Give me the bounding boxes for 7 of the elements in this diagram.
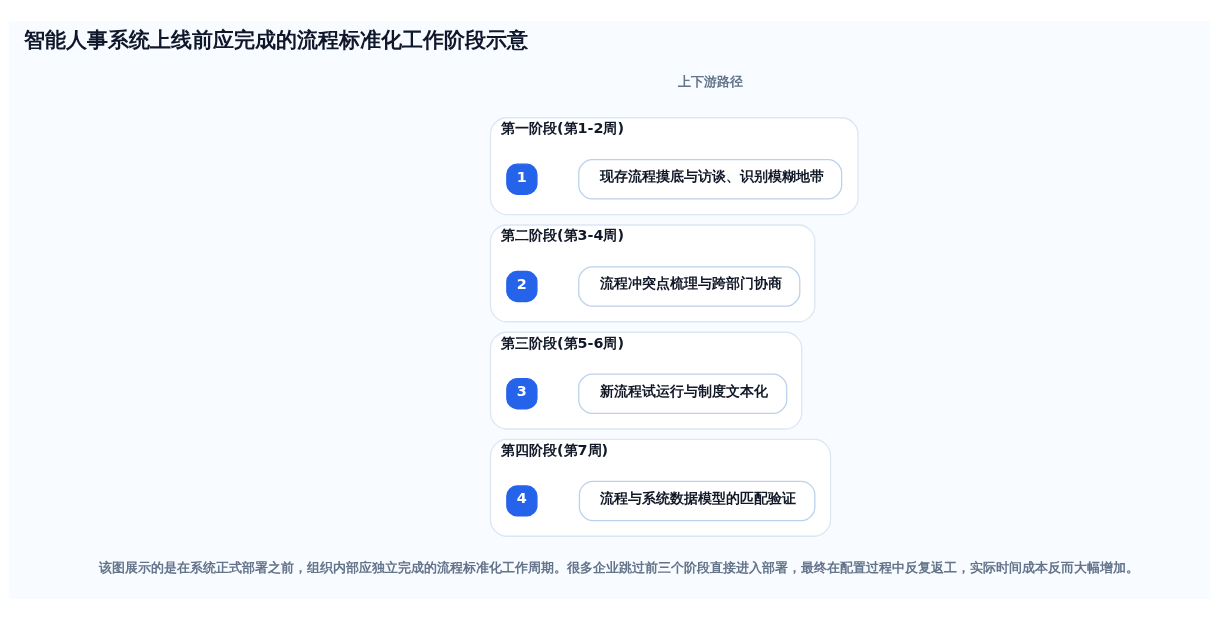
node-box: 新流程试运行与制度文本化 [578, 373, 788, 414]
node-box: 流程与系统数据模型的匹配验证 [578, 480, 816, 522]
node-box: 流程冲突点梳理与跨部门协商 [578, 266, 801, 307]
label: 上下游路径 [678, 73, 744, 89]
caption: 该图展示的是在系统正式部署之前，组织内部应独立完成的流程标准化工作周期。很多企业跳过前三个阶段直接进入部署，最终在配置过程中反复返工，实际时间成本反而大幅增加。 [98, 560, 1139, 576]
node-box: 现存流程摸底与访谈、识别模糊地带 [578, 158, 843, 200]
diagram-title: 智能人事系统上线前应完成的流程标准化工作阶段示意 [24, 27, 529, 52]
